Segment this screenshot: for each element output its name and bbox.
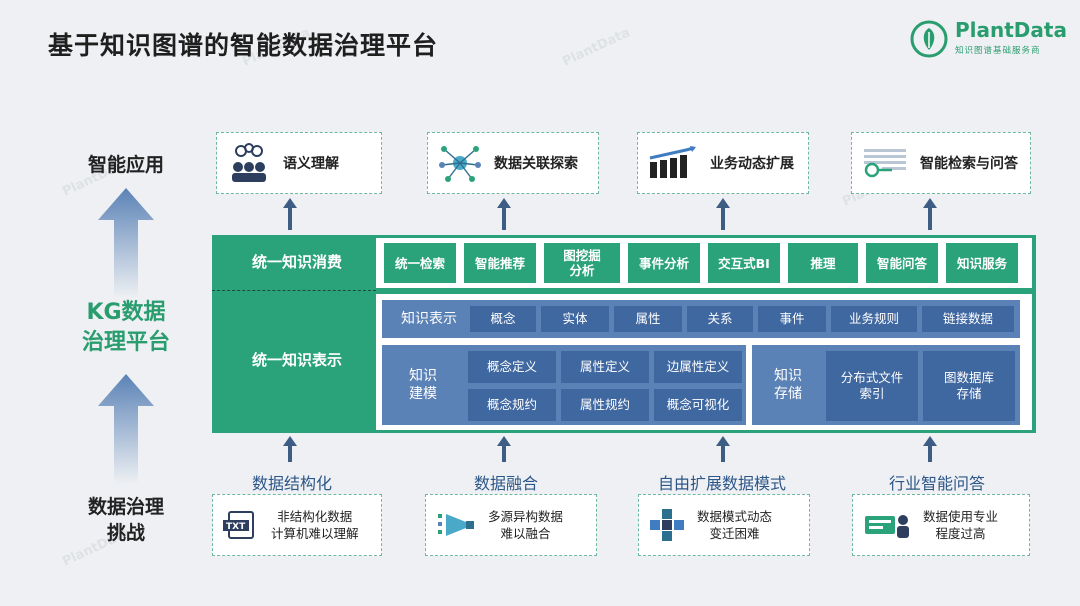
page-title: 基于知识图谱的智能数据治理平台 bbox=[48, 31, 439, 60]
txt-file-icon: TXT bbox=[223, 511, 254, 539]
challenge-desc-line: 数据使用专业 bbox=[923, 509, 999, 524]
challenge-desc: 数据使用专业 程度过高 bbox=[923, 508, 998, 542]
representation-item: 链接数据 bbox=[922, 306, 1014, 332]
modeling-item: 属性定义 bbox=[561, 351, 649, 383]
arrow-up-icon bbox=[283, 436, 297, 462]
challenge-desc-line: 数据模式动态 bbox=[697, 509, 773, 524]
arrow-up-icon bbox=[923, 198, 937, 230]
consumption-item: 交互式BI bbox=[708, 243, 780, 283]
bar-growth-icon bbox=[649, 146, 696, 178]
challenge-desc-line: 程度过高 bbox=[935, 526, 986, 541]
modeling-item: 属性规约 bbox=[561, 389, 649, 421]
storage-item-line: 索引 bbox=[859, 386, 885, 401]
storage-item-line: 分布式文件 bbox=[840, 370, 904, 385]
logo-subtitle: 知识图谱基础服务商 bbox=[955, 46, 1041, 56]
funnel-merge-icon bbox=[438, 514, 474, 536]
challenge-desc-line: 多源异构数据 bbox=[488, 509, 564, 524]
modeling-item: 概念可视化 bbox=[654, 389, 742, 421]
arrow-up-icon bbox=[716, 436, 730, 462]
consumption-label: 统一知识消费 bbox=[251, 253, 342, 271]
storage-title: 知识 存储 bbox=[758, 345, 818, 425]
qa-person-icon bbox=[865, 515, 909, 538]
challenge-desc-line: 计算机难以理解 bbox=[271, 526, 359, 541]
storage-title-line: 存储 bbox=[774, 386, 802, 402]
cube-cluster-icon bbox=[650, 509, 684, 541]
challenge-box: 数据模式动态 变迁困难 bbox=[638, 494, 810, 556]
representation-item: 属性 bbox=[614, 306, 682, 332]
arrow-up-icon bbox=[497, 198, 511, 230]
svg-text:TXT: TXT bbox=[226, 522, 246, 532]
challenge-title: 数据结构化 bbox=[251, 474, 332, 493]
challenge-desc-line: 变迁困难 bbox=[709, 526, 760, 541]
consumption-item: 图挖掘 分析 bbox=[544, 243, 620, 283]
kg-platform-line1: KG数据 bbox=[86, 300, 166, 325]
challenge-title: 自由扩展数据模式 bbox=[657, 474, 786, 493]
people-lightbulb-icon bbox=[232, 143, 266, 182]
consumption-item: 智能问答 bbox=[866, 243, 938, 283]
logo-name: PlantData bbox=[955, 18, 1067, 42]
consumption-item-line: 分析 bbox=[569, 263, 595, 278]
modeling-title-line: 建模 bbox=[409, 386, 437, 402]
arrow-up-icon bbox=[497, 436, 511, 462]
modeling-item: 概念定义 bbox=[468, 351, 556, 383]
app-box-search-qa: 智能检索与问答 bbox=[851, 132, 1031, 194]
consumption-item: 智能推荐 bbox=[464, 243, 536, 283]
storage-item: 图数据库 存储 bbox=[923, 351, 1015, 421]
platform-divider bbox=[212, 290, 376, 291]
challenge-box: 数据使用专业 程度过高 bbox=[852, 494, 1030, 556]
challenge-desc: 多源异构数据 难以融合 bbox=[488, 508, 563, 542]
representation-item: 事件 bbox=[758, 306, 826, 332]
left-arrow-up-icon bbox=[98, 188, 154, 298]
smart-app-label: 智能应用 bbox=[87, 154, 164, 176]
challenge-desc-line: 非结构化数据 bbox=[277, 509, 353, 524]
representation-item: 实体 bbox=[541, 306, 609, 332]
watermark: PlantData bbox=[560, 25, 633, 70]
consumption-item-line: 图挖掘 bbox=[563, 248, 601, 263]
consumption-item: 事件分析 bbox=[628, 243, 700, 283]
challenge-desc: 数据模式动态 变迁困难 bbox=[697, 508, 772, 542]
modeling-item: 概念规约 bbox=[468, 389, 556, 421]
modeling-item: 边属性定义 bbox=[654, 351, 742, 383]
arrow-up-icon bbox=[283, 198, 297, 230]
consumption-item: 统一检索 bbox=[384, 243, 456, 283]
challenge-title: 数据融合 bbox=[473, 474, 538, 493]
challenge-box: 多源异构数据 难以融合 bbox=[425, 494, 597, 556]
app-box-semantic: 语义理解 bbox=[216, 132, 382, 194]
storage-item-line: 图数据库 bbox=[943, 370, 994, 385]
arrow-up-icon bbox=[716, 198, 730, 230]
kg-platform-label: KG数据 治理平台 bbox=[62, 298, 190, 358]
governance-line2: 挑战 bbox=[106, 522, 145, 544]
arrow-up-icon bbox=[923, 436, 937, 462]
storage-item-line: 存储 bbox=[956, 386, 982, 401]
consumption-item: 推理 bbox=[788, 243, 858, 283]
representation-item: 业务规则 bbox=[831, 306, 917, 332]
challenge-desc-line: 难以融合 bbox=[500, 526, 551, 541]
app-label: 业务动态扩展 bbox=[710, 156, 794, 172]
app-box-business: 业务动态扩展 bbox=[637, 132, 809, 194]
representation-item: 概念 bbox=[470, 306, 536, 332]
app-label: 智能检索与问答 bbox=[920, 156, 1018, 172]
modeling-title: 知识 建模 bbox=[388, 345, 458, 425]
plantdata-logo-icon bbox=[910, 20, 948, 62]
app-label: 语义理解 bbox=[283, 156, 339, 172]
representation-row-title: 知识表示 bbox=[401, 311, 457, 327]
governance-line1: 数据治理 bbox=[87, 496, 164, 518]
representation-label: 统一知识表示 bbox=[251, 351, 342, 369]
challenge-title: 行业智能问答 bbox=[888, 474, 985, 493]
consumption-item: 知识服务 bbox=[946, 243, 1018, 283]
modeling-title-line: 知识 bbox=[409, 368, 437, 384]
challenge-desc: 非结构化数据 计算机难以理解 bbox=[271, 508, 359, 542]
network-icon bbox=[439, 146, 481, 182]
storage-title-line: 知识 bbox=[774, 368, 802, 384]
representation-item: 关系 bbox=[687, 306, 753, 332]
storage-item: 分布式文件 索引 bbox=[826, 351, 918, 421]
challenge-box: TXT 非结构化数据 计算机难以理解 bbox=[212, 494, 382, 556]
app-box-exploration: 数据关联探索 bbox=[427, 132, 599, 194]
kg-platform-line2: 治理平台 bbox=[81, 330, 170, 355]
app-label: 数据关联探索 bbox=[494, 156, 578, 172]
governance-challenge-label: 数据治理 挑战 bbox=[68, 494, 184, 546]
search-key-icon bbox=[864, 149, 906, 178]
left-arrow-up-icon bbox=[98, 374, 154, 484]
